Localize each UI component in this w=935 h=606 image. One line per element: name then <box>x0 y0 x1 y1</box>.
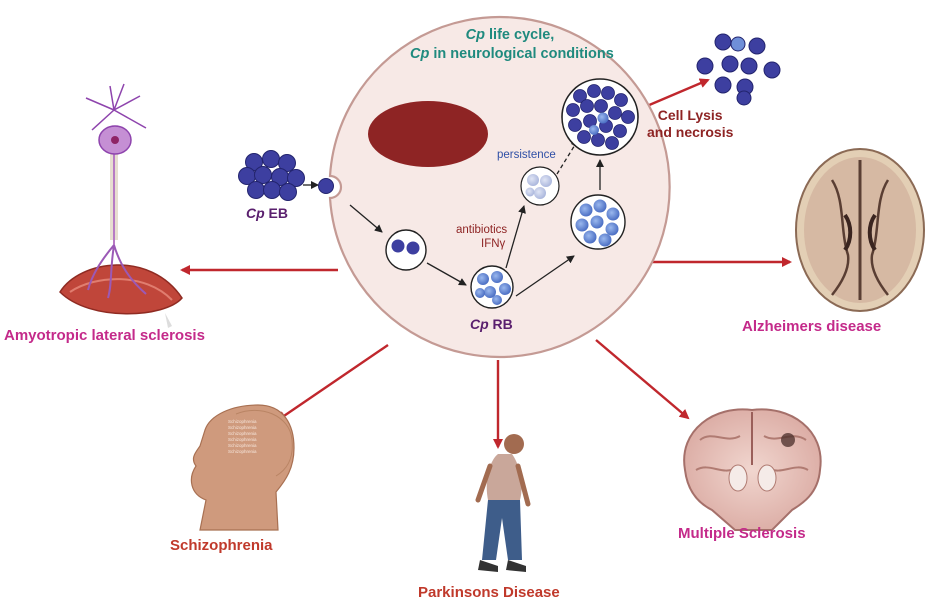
inclusion-persistence <box>520 166 560 206</box>
cp-eb-label: Cp EB <box>246 205 288 221</box>
eb-cluster <box>238 150 305 201</box>
head-word: Schizophrenia <box>228 449 257 454</box>
arrow-to-ms <box>595 339 690 420</box>
schizophrenia-label: Schizophrenia <box>170 537 273 554</box>
cp-eb-italic: Cp <box>246 205 265 221</box>
head-words: Schizophrenia Schizophrenia Schizophreni… <box>228 419 257 455</box>
person-illustration <box>475 434 531 572</box>
inclusion-mature <box>561 78 639 156</box>
antibiotics-label: antibiotics <box>456 224 508 236</box>
inclusion-rb <box>470 265 514 309</box>
head-word: Schizophrenia <box>228 419 257 424</box>
lifecycle-arrows <box>349 139 604 297</box>
cp-rb-text: RB <box>488 316 513 332</box>
ms-lesion <box>781 433 795 447</box>
neuron-muscle-illustration <box>59 83 183 328</box>
inclusion-early <box>385 229 427 271</box>
cell-lysis-label: Cell Lysis and necrosis <box>647 107 733 141</box>
cp-rb-italic: Cp <box>470 316 489 332</box>
cp-eb-text: EB <box>264 205 289 221</box>
ifng-label: IFNγ <box>481 238 506 250</box>
head-word: Schizophrenia <box>228 431 257 436</box>
title-cp-1: Cp <box>465 27 485 43</box>
title-line2: in neurological conditions <box>429 46 614 62</box>
diagram-title: Cp life cycle, Cp in neurological condit… <box>410 26 614 64</box>
parkinsons-label: Parkinsons Disease <box>418 584 560 601</box>
title-cp-2: Cp <box>410 46 430 62</box>
inclusion-growing <box>570 194 626 250</box>
head-illustration <box>190 404 295 531</box>
nucleus <box>368 101 488 167</box>
cell-lysis-line2: and necrosis <box>647 124 734 140</box>
title-line1: life cycle, <box>485 27 555 43</box>
arrow-to-schizophrenia <box>276 344 389 422</box>
head-word: Schizophrenia <box>228 437 257 442</box>
ms-label: Multiple Sclerosis <box>678 525 806 542</box>
alzheimers-label: Alzheimers disease <box>742 318 882 335</box>
brain-axial-illustration <box>795 148 925 312</box>
head-word: Schizophrenia <box>228 425 257 430</box>
cp-rb-label: Cp RB <box>470 316 513 332</box>
head-word: Schizophrenia <box>228 443 257 448</box>
eb-particle <box>318 178 334 194</box>
brain-coronal-illustration <box>683 408 822 531</box>
cell-lysis-line1: Cell Lysis <box>657 107 723 123</box>
als-label: Amyotropic lateral sclerosis <box>4 327 205 344</box>
persistence-label: persistence <box>497 149 556 161</box>
released-ebs <box>696 33 781 106</box>
eb-entering <box>303 178 334 194</box>
